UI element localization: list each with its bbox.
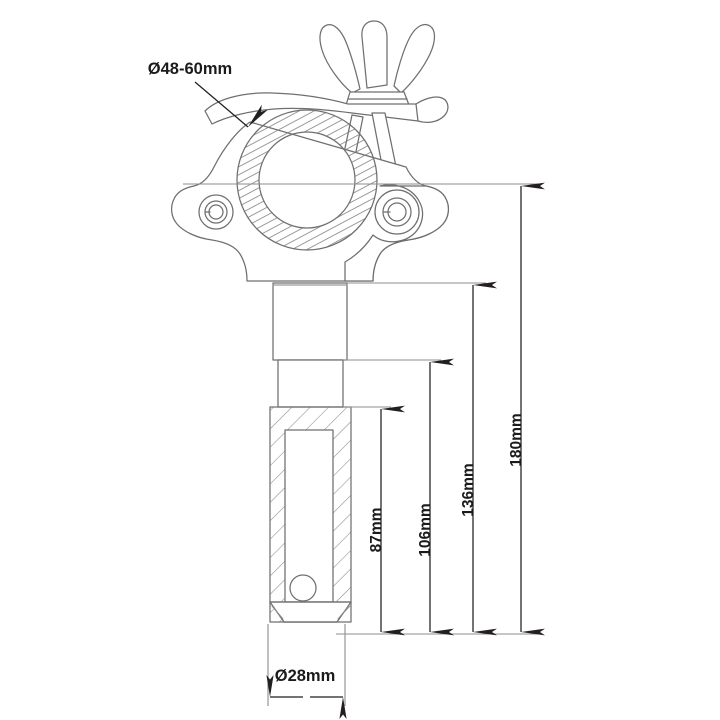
leader-tube-diameter (194, 81, 268, 128)
spigot-pin-body (269, 406, 352, 623)
label-tube-diameter: Ø48-60mm (148, 60, 232, 78)
label-dimension-87mm: 87mm (368, 508, 385, 553)
spigot-upper-block (272, 282, 348, 361)
clamp-ring-section (230, 103, 384, 257)
label-pin-diameter: Ø28mm (275, 667, 336, 685)
dimension-lines (266, 182, 545, 719)
label-dimension-136mm: 136mm (460, 463, 477, 516)
bolt-ear-left (198, 194, 234, 230)
label-dimension-180mm: 180mm (508, 413, 525, 466)
spigot-neck (277, 359, 344, 408)
label-dimension-106mm: 106mm (417, 503, 434, 556)
wing-nut (319, 20, 436, 106)
